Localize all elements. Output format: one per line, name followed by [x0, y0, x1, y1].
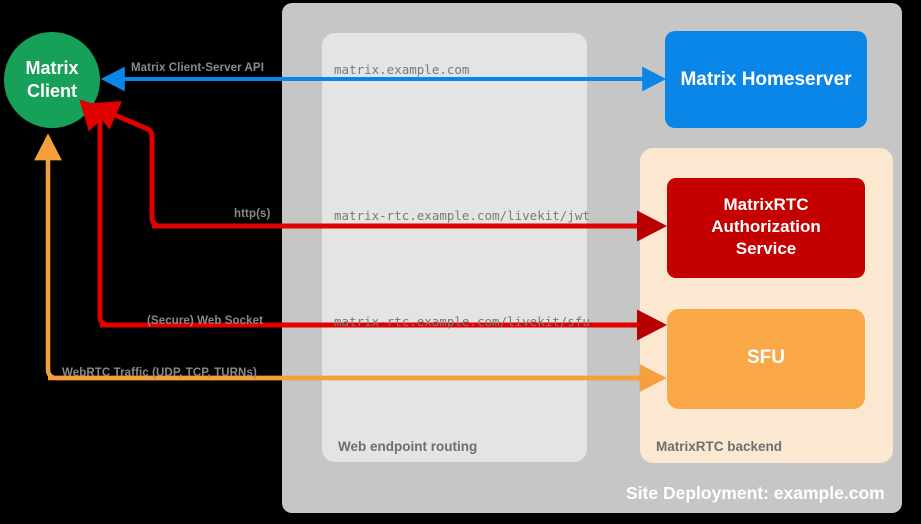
flow-label-webrtc-protocol: WebRTC Traffic (UDP, TCP, TURNs) [62, 367, 257, 379]
node-sfu[interactable] [667, 309, 865, 409]
node-matrix-homeserver[interactable] [665, 31, 867, 128]
node-matrix-client[interactable] [4, 32, 100, 128]
flow-label-websocket-endpoint: matrix-rtc.example.com/livekit/sfu [334, 314, 590, 329]
container-label-matrixrtc-backend: MatrixRTC backend [656, 439, 783, 454]
flow-label-websocket-protocol: (Secure) Web Socket [147, 315, 264, 327]
flow-label-cs-api-protocol: Matrix Client-Server API [131, 62, 264, 74]
node-label-matrix-homeserver: Matrix Homeserver [680, 69, 852, 90]
node-label-sfu: SFU [747, 347, 785, 368]
node-matrixrtc-authorization-service[interactable] [667, 178, 865, 278]
flow-label-jwt-endpoint: matrix-rtc.example.com/livekit/jwt [334, 208, 590, 223]
flow-label-jwt-protocol: http(s) [234, 208, 271, 220]
container-web-endpoint-routing [322, 33, 587, 462]
flow-label-cs-api-endpoint: matrix.example.com [334, 62, 470, 77]
node-label-matrixrtc-authorization-service: MatrixRTC Authorization Service [711, 195, 821, 258]
container-label-web-endpoint-routing: Web endpoint routing [338, 439, 478, 454]
node-label-matrix-client: Matrix Client [25, 58, 79, 102]
site-deployment-title: Site Deployment: example.com [626, 483, 885, 503]
